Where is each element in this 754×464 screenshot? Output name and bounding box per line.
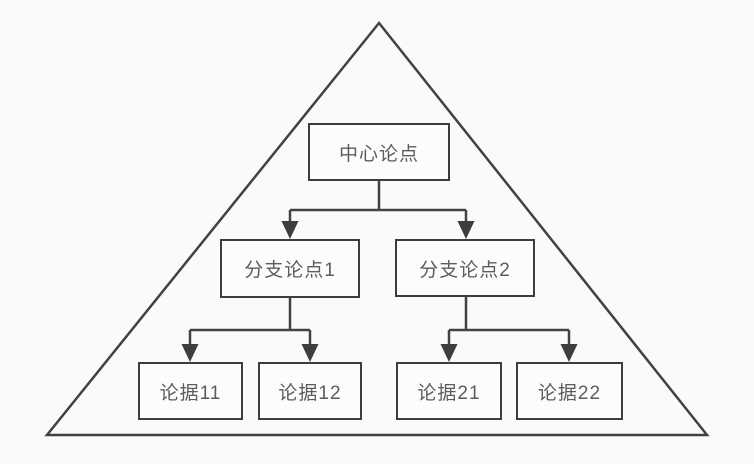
arrowhead-to-evidence11-icon [181, 344, 199, 362]
node-evidence-12: 论据12 [258, 362, 362, 420]
arrowhead-to-branch1-icon [281, 221, 299, 239]
node-branch-argument-1-label: 分支论点1 [244, 260, 336, 281]
arrowhead-to-evidence22-icon [560, 344, 578, 362]
arrowhead-to-evidence21-icon [440, 344, 458, 362]
connector-branch1-to-evidence [188, 298, 312, 347]
pyramid-outline [44, 21, 710, 437]
node-central-thesis: 中心论点 [308, 123, 450, 181]
connector-branch2-to-evidence [447, 297, 571, 347]
arrowhead-to-evidence12-icon [301, 344, 319, 362]
node-evidence-22: 论据22 [516, 362, 623, 420]
node-evidence-12-label: 论据12 [278, 382, 342, 404]
node-evidence-11: 论据11 [138, 362, 243, 420]
node-evidence-11-label: 论据11 [159, 382, 222, 404]
node-central-thesis-label: 中心论点 [338, 143, 419, 165]
node-evidence-21: 论据21 [396, 362, 502, 420]
node-branch-argument-2-label: 分支论点2 [419, 259, 511, 281]
node-evidence-22-label: 论据22 [537, 382, 602, 404]
node-branch-argument-1: 分支论点1 [220, 239, 360, 298]
node-evidence-21-label: 论据21 [417, 382, 481, 404]
node-branch-argument-2: 分支论点2 [395, 239, 535, 297]
arrowhead-to-branch2-icon [457, 221, 475, 239]
connector-central-to-branches [288, 181, 468, 224]
